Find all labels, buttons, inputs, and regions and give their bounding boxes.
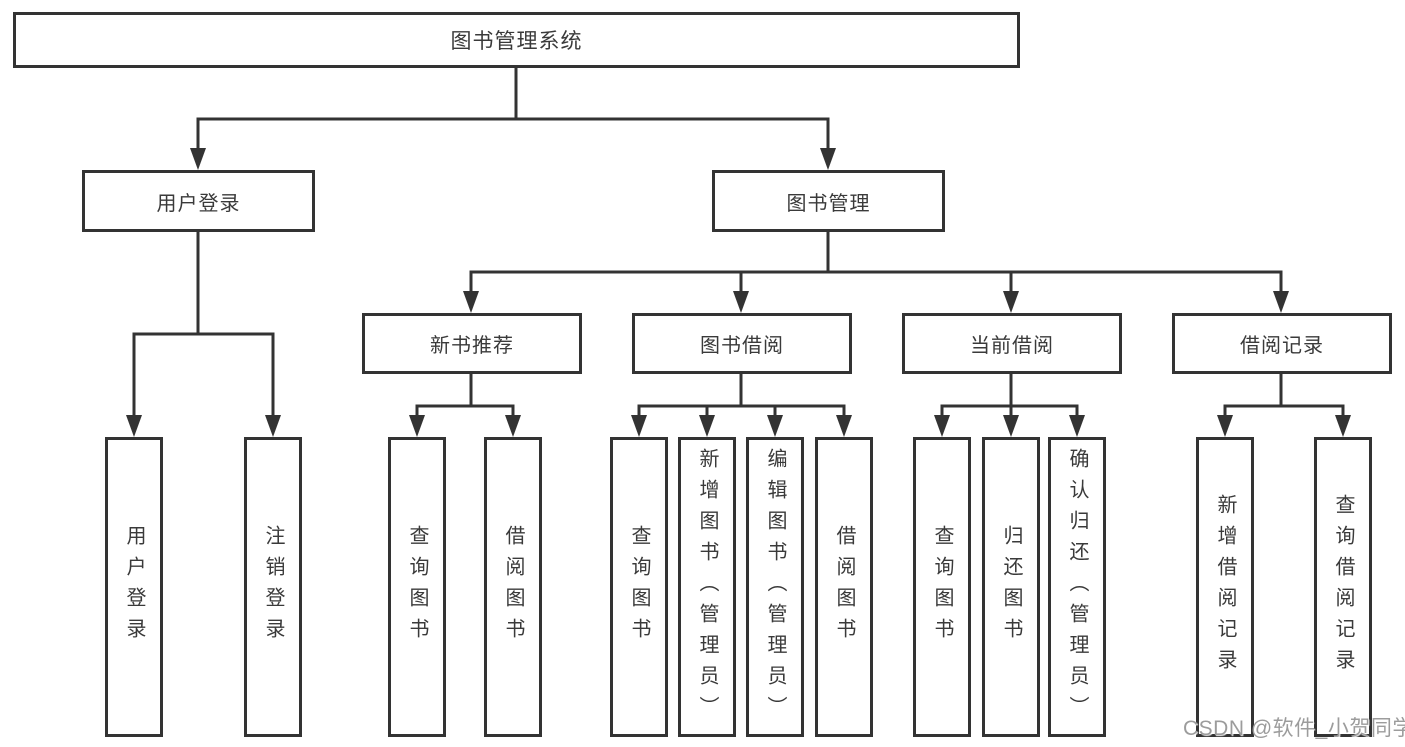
leaf-add-borrow-record: 新增借阅记录	[1196, 437, 1254, 737]
leaf-add-books-admin: 新增图书（管理员）	[678, 437, 736, 737]
arrow-down-icon	[1003, 291, 1019, 313]
node-root: 图书管理系统	[13, 12, 1020, 68]
arrow-down-icon	[934, 415, 950, 437]
arrow-down-icon	[820, 148, 836, 170]
arrow-down-icon	[409, 415, 425, 437]
connectors-new-book-recommend	[409, 374, 521, 437]
leaf-confirm-return-admin: 确认归还（管理员）	[1048, 437, 1106, 737]
leaf-query-books-current: 查询图书	[913, 437, 971, 737]
leaf-return-books: 归还图书	[982, 437, 1040, 737]
arrow-down-icon	[836, 415, 852, 437]
csdn-watermark: CSDN @软件_小贺同学	[1183, 717, 1405, 740]
arrow-down-icon	[463, 291, 479, 313]
arrow-down-icon	[265, 415, 281, 437]
connectors-book-borrow	[631, 374, 852, 437]
node-new-book-recommend: 新书推荐	[362, 313, 582, 374]
arrow-down-icon	[1273, 291, 1289, 313]
connectors-user-login	[126, 232, 281, 437]
node-book-management: 图书管理	[712, 170, 945, 232]
arrow-down-icon	[1003, 415, 1019, 437]
leaf-query-borrow-record: 查询借阅记录	[1314, 437, 1372, 737]
arrow-down-icon	[631, 415, 647, 437]
leaf-query-books: 查询图书	[610, 437, 668, 737]
leaf-edit-books-admin: 编辑图书（管理员）	[746, 437, 804, 737]
arrow-down-icon	[1335, 415, 1351, 437]
connectors-root	[190, 68, 836, 170]
node-user-login: 用户登录	[82, 170, 315, 232]
node-borrow-records: 借阅记录	[1172, 313, 1392, 374]
leaf-query-books-recommend: 查询图书	[388, 437, 446, 737]
leaf-logout: 注销登录	[244, 437, 302, 737]
connectors-current-borrow	[934, 374, 1085, 437]
leaf-borrow-books: 借阅图书	[815, 437, 873, 737]
arrow-down-icon	[1217, 415, 1233, 437]
arrow-down-icon	[767, 415, 783, 437]
connectors-book-management	[463, 232, 1289, 313]
arrow-down-icon	[1069, 415, 1085, 437]
arrow-down-icon	[733, 291, 749, 313]
arrow-down-icon	[190, 148, 206, 170]
leaf-user-login: 用户登录	[105, 437, 163, 737]
node-current-borrow: 当前借阅	[902, 313, 1122, 374]
arrow-down-icon	[505, 415, 521, 437]
arrow-down-icon	[699, 415, 715, 437]
connectors-borrow-records	[1217, 374, 1351, 437]
node-book-borrow: 图书借阅	[632, 313, 852, 374]
arrow-down-icon	[126, 415, 142, 437]
leaf-borrow-books-recommend: 借阅图书	[484, 437, 542, 737]
